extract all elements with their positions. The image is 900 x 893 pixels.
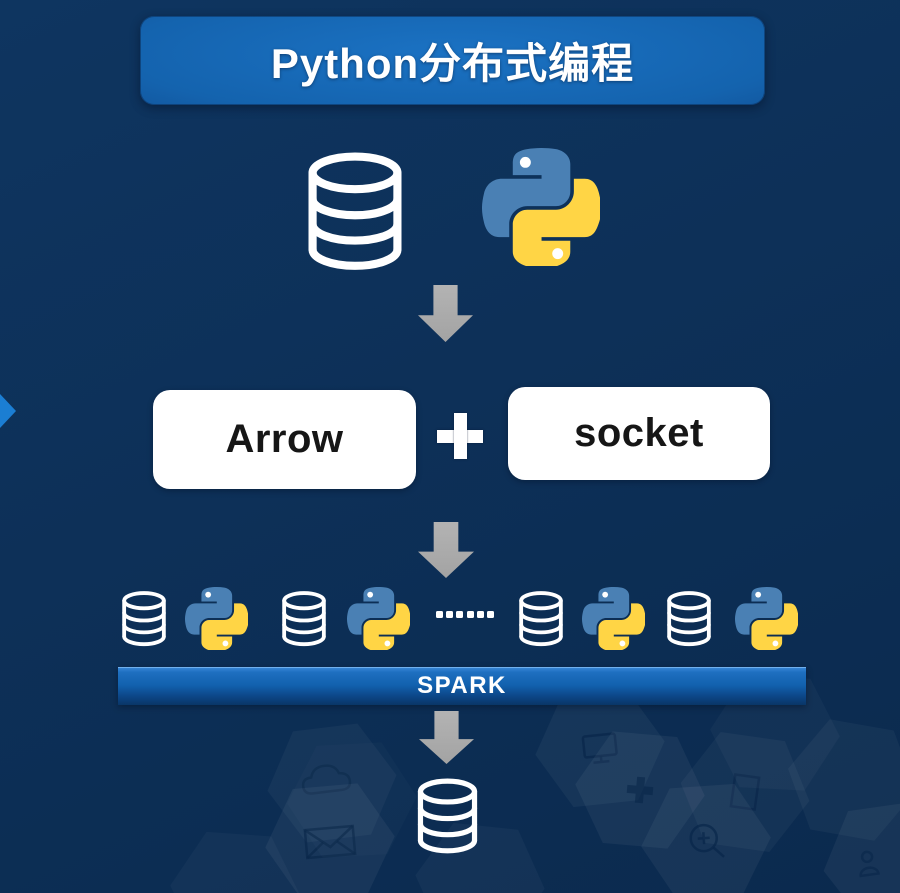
down-arrow-icon-3 (419, 711, 474, 764)
title-banner: Python分布式编程 (140, 16, 765, 105)
worker-python-icon-4 (735, 587, 798, 650)
worker-database-icon-2 (278, 590, 330, 648)
cloud-icon (301, 764, 352, 795)
spark-bar: SPARK (118, 667, 806, 705)
down-arrow-icon-2 (418, 522, 474, 578)
worker-database-icon-4 (663, 590, 715, 648)
arrow-box: Arrow (153, 390, 416, 489)
document-icon (729, 773, 761, 811)
person-icon (859, 850, 880, 878)
result-database-icon (414, 777, 481, 856)
worker-python-icon-3 (582, 587, 645, 650)
spark-label: SPARK (417, 672, 507, 699)
worker-python-icon-1 (185, 587, 248, 650)
medical-cross-icon (626, 776, 654, 804)
python-logo-icon (482, 148, 600, 266)
socket-box: socket (508, 387, 770, 480)
worker-database-icon-3 (515, 590, 567, 648)
page-title: Python分布式编程 (270, 40, 635, 87)
down-arrow-icon-1 (418, 285, 473, 342)
worker-database-icon-1 (118, 590, 170, 648)
database-icon (302, 150, 408, 274)
ellipsis-dots (436, 611, 494, 619)
slide-nav-pointer-icon[interactable] (0, 394, 16, 428)
magnifier-plus-icon (689, 823, 725, 858)
envelope-icon (303, 824, 357, 860)
monitor-icon (581, 732, 618, 765)
plus-icon (437, 413, 483, 459)
worker-python-icon-2 (347, 587, 410, 650)
socket-box-label: socket (574, 411, 704, 455)
arrow-box-label: Arrow (225, 417, 344, 461)
